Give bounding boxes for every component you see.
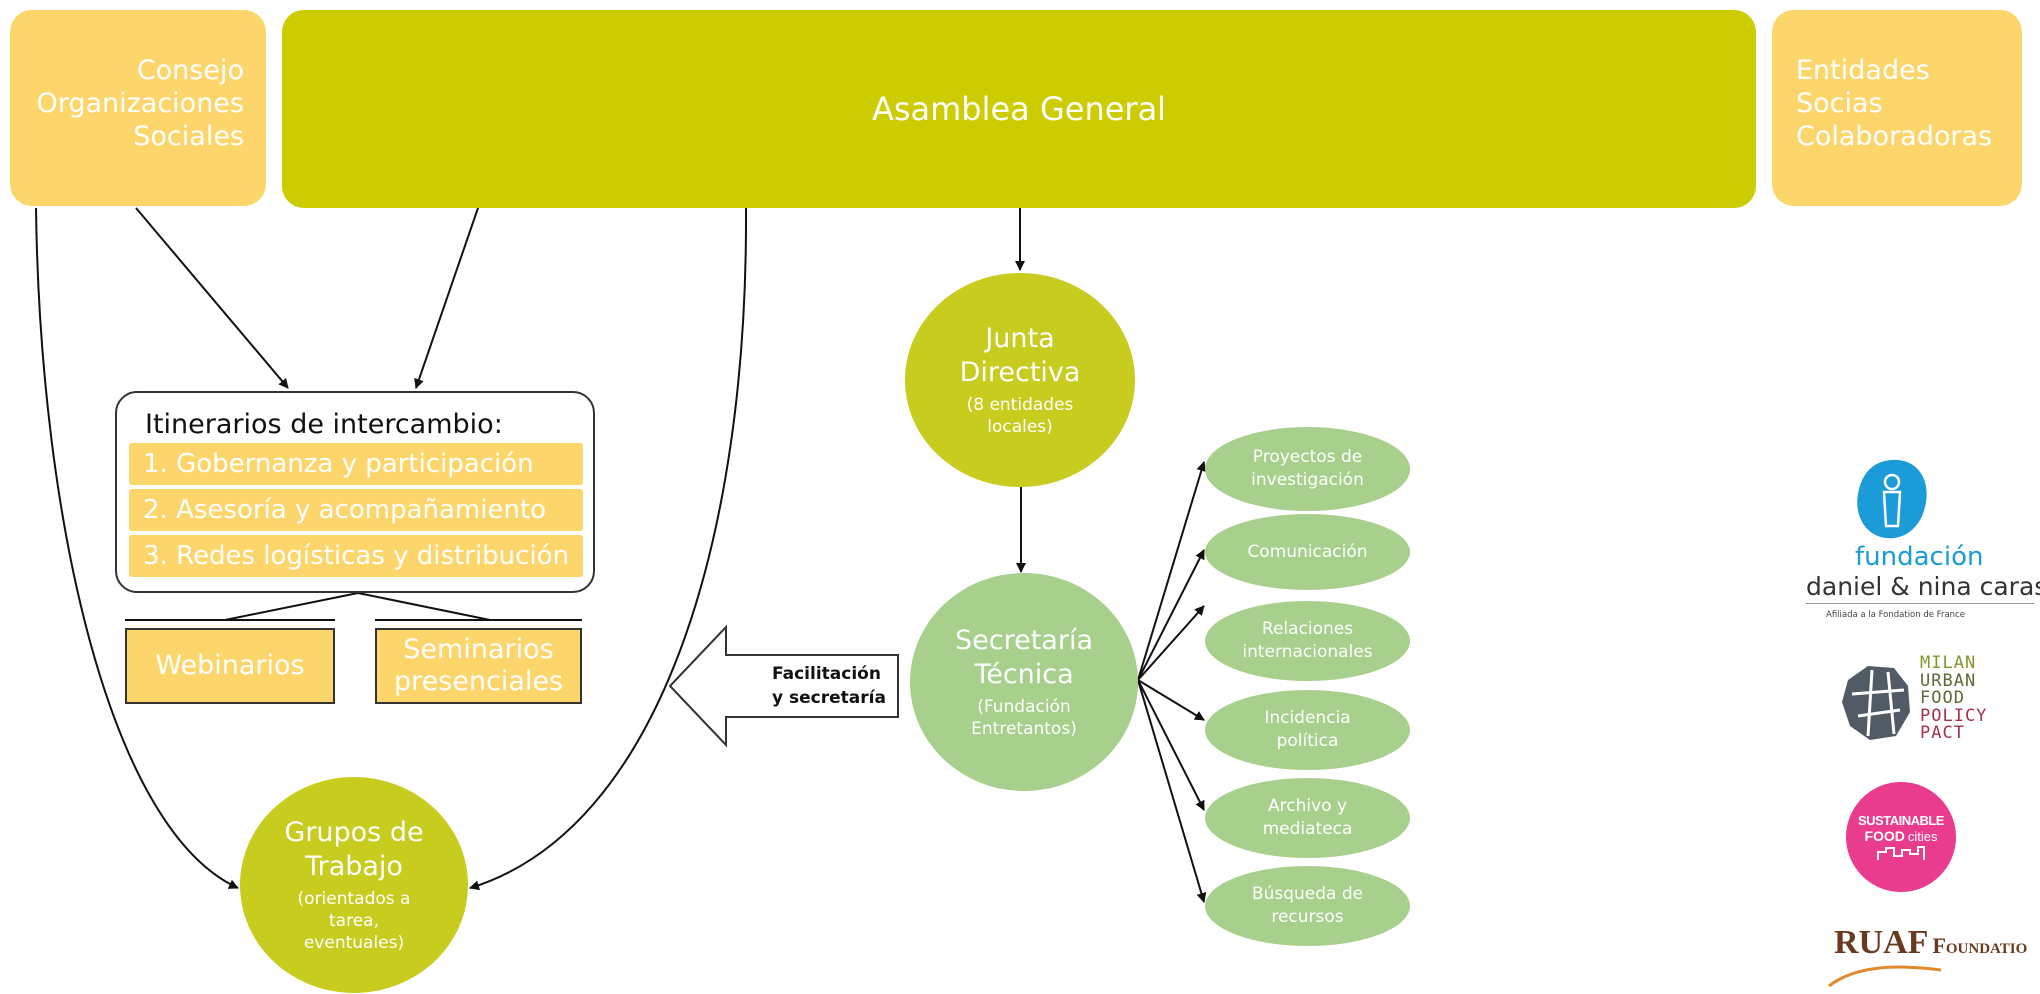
sfc-line-3: cities — [1907, 828, 1938, 844]
itinerarios-box: Itinerarios de intercambio: 1. Gobernanz… — [115, 391, 595, 593]
junta-directiva-node: Junta Directiva (8 entidades locales) — [905, 273, 1135, 487]
itinerario-item: 3. Redes logísticas y distribución — [129, 535, 583, 577]
facilitacion-line-2: y secretaría — [772, 688, 886, 708]
asamblea-title: Asamblea General — [871, 90, 1167, 128]
ruaf-swoosh-icon — [1828, 965, 1942, 988]
sustainable-food-cities-logo: SUSTAINABLE FOOD cities — [1846, 782, 1956, 892]
facilitacion-arrow-shape — [668, 624, 899, 748]
entidades-line-3: Colaboradoras — [1796, 121, 1993, 152]
asamblea-box: Asamblea General — [282, 10, 1756, 208]
seminarios-box: Seminarios presenciales — [375, 628, 582, 704]
area-proyectos-label: Proyectos de investigación — [1251, 447, 1364, 490]
itinerario-item: 2. Asesoría y acompañamiento — [129, 489, 583, 531]
grupos-trabajo-node: Grupos de Trabajo (orientados a tarea, e… — [240, 777, 468, 993]
area-busqueda-label: Búsqueda de recursos — [1251, 884, 1364, 927]
sfc-line-1: SUSTAINABLE — [1858, 812, 1944, 828]
arrow-asamblea-to-itinerarios — [414, 207, 479, 389]
curve-consejo-to-grupos — [35, 207, 239, 889]
area-comunicacion: Comunicación — [1205, 514, 1410, 590]
consejo-line-1: Consejo — [136, 55, 244, 86]
area-busqueda: Búsqueda de recursos — [1205, 866, 1410, 946]
area-relaciones: Relaciones internacionales — [1205, 601, 1410, 681]
webinarios-box: Webinarios — [125, 628, 335, 704]
grupos-title: Grupos de Trabajo — [284, 817, 424, 882]
consejo-box: Consejo Organizaciones Sociales — [10, 10, 266, 206]
entidades-line-1: Entidades — [1796, 55, 1930, 86]
milan-line-2: URBAN — [1920, 670, 1977, 691]
secretaria-subtitle: (Fundación Entretantos) — [971, 697, 1077, 739]
consejo-line-2: Organizaciones — [36, 88, 244, 119]
facilitacion-label: Facilitación y secretaría — [772, 662, 886, 710]
ruaf-suffix: Foundatio — [1932, 933, 2028, 958]
ruaf-text: RUAF — [1834, 924, 1929, 961]
curve-asamblea-to-grupos — [469, 207, 748, 891]
entidades-box: Entidades Socias Colaboradoras — [1772, 10, 2022, 206]
carasso-divider — [1806, 603, 2034, 604]
area-incidencia: Incidencia política — [1205, 690, 1410, 770]
milan-pact-map-icon — [1842, 666, 1910, 740]
area-archivo-label: Archivo y mediateca — [1262, 796, 1353, 839]
milan-line-4: POLICY — [1920, 705, 1988, 726]
webinarios-label: Webinarios — [155, 650, 305, 681]
area-relaciones-label: Relaciones internacionales — [1242, 619, 1373, 662]
entidades-line-2: Socias — [1796, 88, 1883, 119]
carasso-line-3: Afiliada a la Fondation de France — [1826, 610, 1965, 620]
area-proyectos: Proyectos de investigación — [1205, 427, 1410, 511]
ruaf-logo: RUAF Foundatio — [1834, 924, 2027, 962]
secretaria-tecnica-node: Secretaría Técnica (Fundación Entretanto… — [910, 573, 1138, 791]
seminarios-label: Seminarios presenciales — [393, 634, 564, 697]
area-comunicacion-label: Comunicación — [1247, 541, 1368, 562]
area-incidencia-label: Incidencia política — [1264, 708, 1351, 751]
milan-line-5: PACT — [1920, 723, 1965, 743]
arrow-consejo-to-itinerarios — [135, 207, 289, 389]
sfc-skyline-icon — [1877, 845, 1925, 860]
itinerarios-title: Itinerarios de intercambio: — [145, 409, 503, 440]
carasso-line-1: fundación — [1855, 542, 1984, 572]
sfc-line-2: FOOD — [1864, 827, 1905, 844]
sfc-line-2-wrap: FOOD cities — [1864, 828, 1937, 844]
milan-line-3: FOOD — [1920, 688, 1965, 708]
grupos-subtitle: (orientados a tarea, eventuales) — [297, 889, 411, 953]
milan-line-1: MILAN — [1920, 653, 1977, 673]
secretaria-title: Secretaría Técnica — [955, 625, 1093, 690]
itinerario-item: 1. Gobernanza y participación — [129, 443, 583, 485]
area-archivo: Archivo y mediateca — [1205, 778, 1410, 858]
junta-subtitle: (8 entidades locales) — [966, 395, 1074, 437]
milan-pact-text: MILAN URBAN FOOD POLICY PACT — [1920, 653, 1988, 743]
carasso-line-2: daniel & nina carasso — [1806, 572, 2040, 601]
carasso-logo-mark — [1857, 459, 1927, 539]
facilitacion-line-1: Facilitación — [772, 664, 881, 684]
consejo-line-3: Sociales — [133, 121, 244, 152]
junta-title: Junta Directiva — [959, 323, 1081, 388]
